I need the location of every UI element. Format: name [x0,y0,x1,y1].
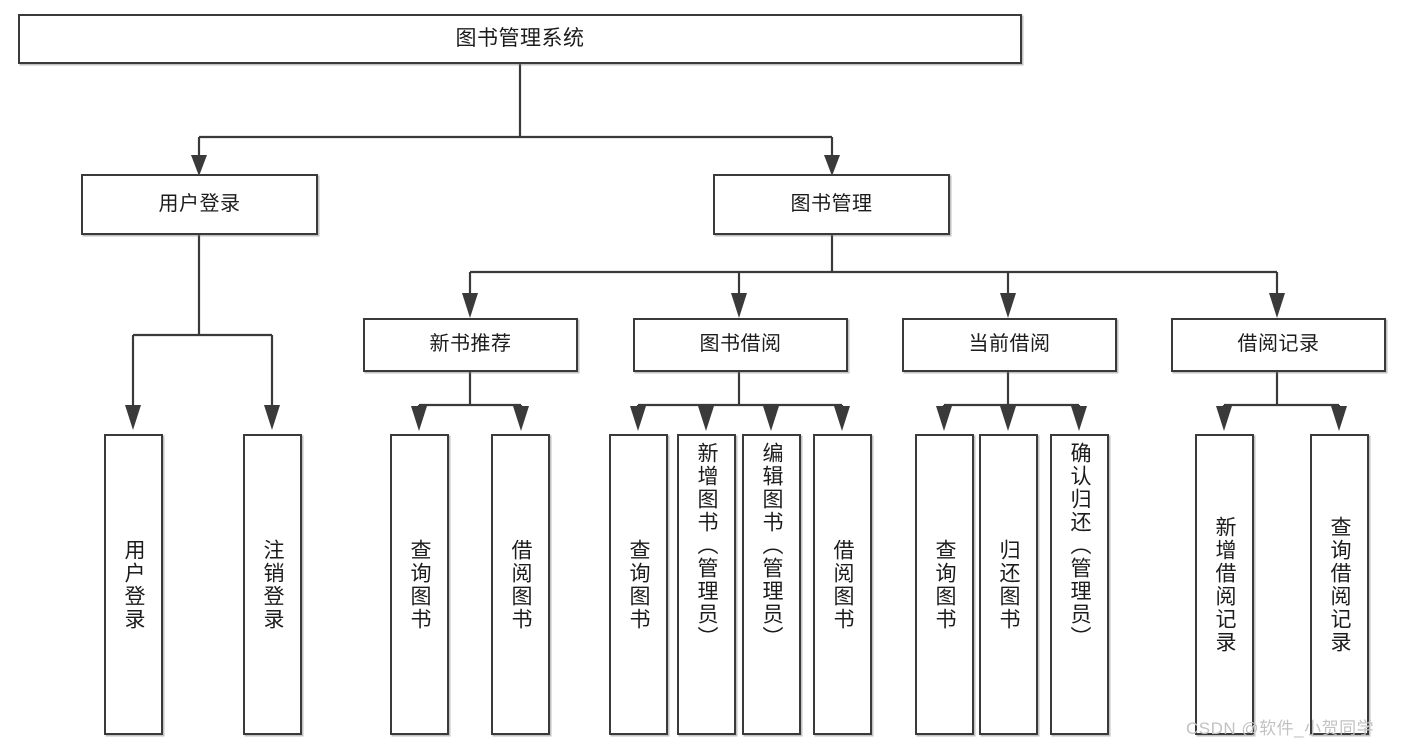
leaf-book-borrow-borrow[interactable]: 借阅图书 [813,434,872,735]
leaf-user-login-login[interactable]: 用户登录 [104,434,163,735]
leaf-book-borrow-borrow-label: 借阅图书 [831,538,854,631]
arrow-borrow-l4 [834,406,850,431]
leaf-borrow-record-add-label: 新增借阅记录 [1213,515,1236,654]
arrow-borrow-l3 [763,406,779,431]
arrow-borrow-l2 [698,406,714,431]
leaf-new-book-query[interactable]: 查询图书 [390,434,449,735]
arrow-record-l2 [1331,406,1347,431]
node-borrow-record[interactable]: 借阅记录 [1171,318,1386,372]
node-book-management-label: 图书管理 [790,192,873,215]
leaf-book-borrow-add[interactable]: 新增图书（管理员） [677,434,736,735]
node-current-borrow[interactable]: 当前借阅 [902,318,1117,372]
leaf-current-borrow-confirm-label: 确认归还（管理员） [1068,442,1091,649]
node-root-label: 图书管理系统 [455,26,585,50]
leaf-current-borrow-query[interactable]: 查询图书 [915,434,974,735]
leaf-book-borrow-edit-label: 编辑图书（管理员） [760,442,783,649]
leaf-user-login-login-label: 用户登录 [122,538,145,631]
arrow-bookmgmt-c1 [462,293,478,318]
leaf-book-borrow-add-label: 新增图书（管理员） [695,442,718,649]
leaf-book-borrow-edit[interactable]: 编辑图书（管理员） [742,434,801,735]
node-current-borrow-label: 当前借阅 [968,333,1051,356]
node-book-borrow[interactable]: 图书借阅 [633,318,848,372]
leaf-user-login-logout-label: 注销登录 [261,538,284,631]
arrow-bookmgmt-c3 [1000,293,1016,318]
arrow-root-to-bookmgmt [824,155,840,176]
arrow-userlogin-leaf1 [125,405,141,430]
arrow-current-l1 [936,406,952,431]
leaf-new-book-borrow[interactable]: 借阅图书 [491,434,550,735]
node-user-login[interactable]: 用户登录 [81,174,318,235]
arrow-current-l3 [1071,406,1087,431]
csdn-watermark: CSDN @软件_小贺同学 [1186,719,1375,738]
node-borrow-record-label: 借阅记录 [1237,333,1320,356]
arrow-current-l2 [1000,406,1016,431]
arrow-bookmgmt-c4 [1269,293,1285,318]
arrow-newbook-l2 [513,406,529,431]
leaf-book-borrow-query-label: 查询图书 [627,538,650,631]
arrow-newbook-l1 [411,406,427,431]
arrow-userlogin-leaf2 [264,405,280,430]
node-new-book-recommend-label: 新书推荐 [429,333,512,356]
leaf-new-book-query-label: 查询图书 [408,538,431,631]
leaf-user-login-logout[interactable]: 注销登录 [243,434,302,735]
leaf-current-borrow-return[interactable]: 归还图书 [979,434,1038,735]
leaf-current-borrow-query-label: 查询图书 [933,538,956,631]
leaf-current-borrow-confirm[interactable]: 确认归还（管理员） [1050,434,1109,735]
arrow-bookmgmt-c2 [731,293,747,318]
leaf-borrow-record-add[interactable]: 新增借阅记录 [1195,434,1254,735]
leaf-book-borrow-query[interactable]: 查询图书 [609,434,668,735]
node-root[interactable]: 图书管理系统 [18,14,1022,64]
arrow-record-l1 [1216,406,1232,431]
arrow-root-to-userlogin [191,155,207,176]
leaf-borrow-record-query[interactable]: 查询借阅记录 [1310,434,1369,735]
leaf-borrow-record-query-label: 查询借阅记录 [1328,515,1351,654]
node-book-management[interactable]: 图书管理 [713,174,950,235]
node-user-login-label: 用户登录 [158,192,241,215]
node-book-borrow-label: 图书借阅 [699,333,782,356]
leaf-current-borrow-return-label: 归还图书 [997,538,1020,631]
arrow-borrow-l1 [630,406,646,431]
node-new-book-recommend[interactable]: 新书推荐 [363,318,578,372]
leaf-new-book-borrow-label: 借阅图书 [509,538,532,631]
